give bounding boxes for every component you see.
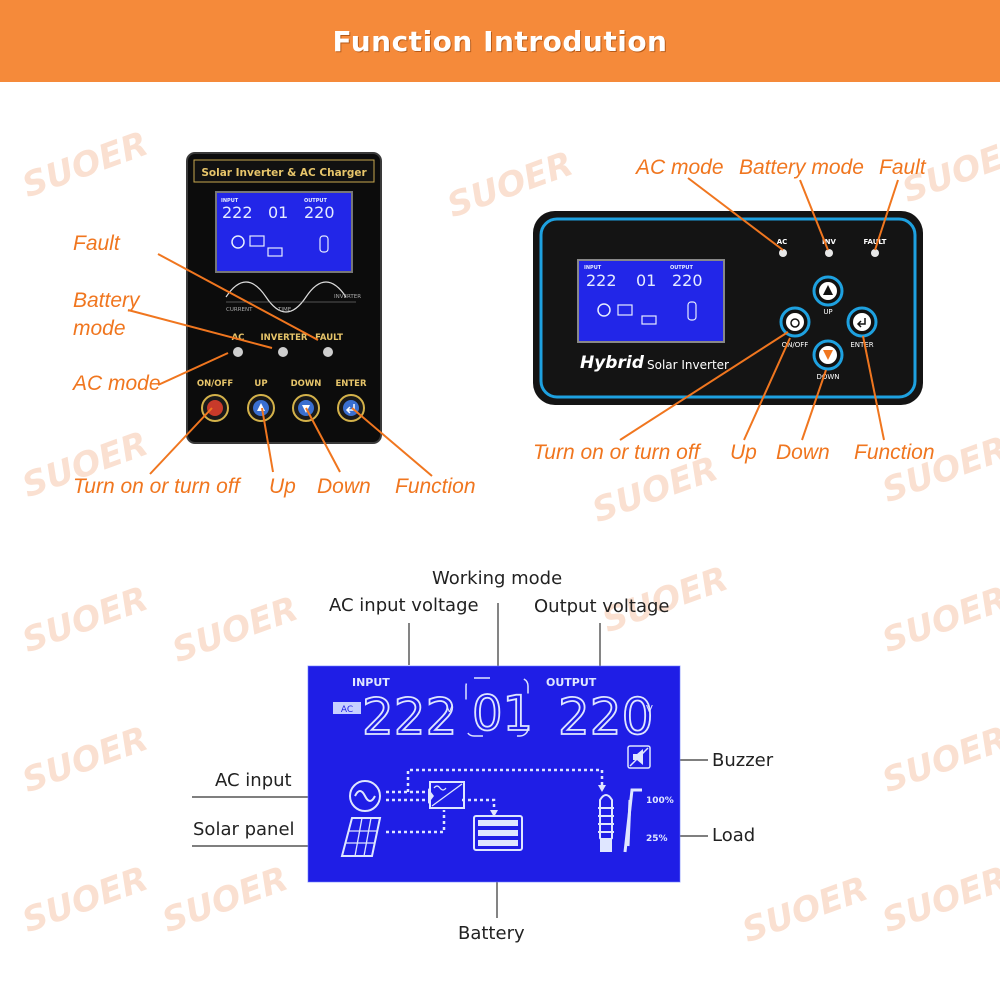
lcd-ac-tag: AC bbox=[341, 705, 353, 715]
inverter-panel-right: INPUT OUTPUT 222 01 220 Hybrid Solar Inv… bbox=[533, 211, 923, 405]
callout-down-right: Down bbox=[776, 441, 830, 464]
indicator-label-fault: FAULT bbox=[315, 333, 343, 343]
callout-ac-mode: AC mode bbox=[73, 372, 161, 395]
svg-text:DOWN: DOWN bbox=[816, 373, 839, 381]
lcd-input-voltage: 222 bbox=[362, 688, 457, 746]
title-banner: Function Introdution bbox=[0, 0, 1000, 82]
lcd-screen-small: INPUT OUTPUT 222 01 220 bbox=[577, 259, 725, 343]
svg-text:220: 220 bbox=[672, 271, 703, 290]
panel-title: Solar Inverter & AC Charger bbox=[201, 167, 367, 179]
label-working-mode: Working mode bbox=[432, 568, 563, 589]
label-ac-input-voltage: AC input voltage bbox=[329, 595, 479, 616]
svg-text:UP: UP bbox=[823, 308, 832, 316]
callout-function: Function bbox=[395, 475, 476, 498]
enter-icon bbox=[856, 318, 866, 328]
lcd-output-unit: V bbox=[646, 704, 653, 715]
label-ac-input: AC input bbox=[215, 770, 292, 791]
lcd-output-label: OUTPUT bbox=[546, 676, 597, 689]
up-button[interactable] bbox=[247, 394, 275, 422]
enter-button[interactable] bbox=[337, 394, 365, 422]
svg-text:222: 222 bbox=[222, 203, 253, 222]
svg-text:INPUT: INPUT bbox=[584, 265, 602, 271]
lcd-input-unit: V bbox=[446, 704, 453, 715]
fault-indicator-led bbox=[323, 347, 333, 357]
svg-text:222: 222 bbox=[586, 271, 617, 290]
svg-text:OUTPUT: OUTPUT bbox=[670, 265, 693, 271]
callout-battery-mode-line2: mode bbox=[73, 317, 126, 340]
label-load: Load bbox=[712, 825, 756, 846]
inverter-indicator-led bbox=[278, 347, 288, 357]
svg-text:220: 220 bbox=[304, 203, 335, 222]
callout-battery-mode-right: Battery mode bbox=[739, 156, 864, 179]
callout-up-right: Up bbox=[730, 441, 757, 464]
callout-onoff-right: Turn on or turn off bbox=[533, 441, 700, 464]
solar-panel-icon bbox=[340, 817, 382, 857]
callout-fault: Fault bbox=[73, 232, 120, 255]
power-icon bbox=[790, 318, 800, 328]
ac-indicator-led bbox=[233, 347, 243, 357]
label-output-voltage: Output voltage bbox=[534, 596, 670, 617]
battery-icon bbox=[473, 815, 523, 851]
svg-text:INPUT: INPUT bbox=[221, 198, 239, 204]
svg-text:FAULT: FAULT bbox=[864, 238, 887, 246]
indicator-label-inverter: INVERTER bbox=[261, 333, 308, 343]
svg-text:ENTER: ENTER bbox=[850, 341, 873, 349]
svg-text:INV: INV bbox=[822, 238, 836, 246]
svg-text:AC: AC bbox=[777, 238, 788, 246]
enter-button[interactable] bbox=[846, 306, 878, 338]
lcd-output-voltage: 220 bbox=[558, 688, 653, 746]
arrow-up-icon bbox=[823, 285, 833, 295]
ac-input-icon bbox=[349, 780, 381, 812]
buzzer-icon bbox=[627, 745, 651, 769]
arrow-down-icon bbox=[823, 350, 833, 360]
brand-label: Hybrid bbox=[580, 353, 645, 373]
svg-text:01: 01 bbox=[268, 203, 288, 222]
up-button[interactable] bbox=[812, 275, 844, 307]
callout-ac-mode-right: AC mode bbox=[636, 156, 724, 179]
svg-text:ENTER: ENTER bbox=[335, 379, 367, 389]
callout-battery-mode-line1: Battery bbox=[73, 289, 140, 312]
svg-text:TIME: TIME bbox=[277, 307, 292, 313]
lcd-working-mode-value: 01 bbox=[472, 686, 533, 742]
svg-text:01: 01 bbox=[636, 271, 656, 290]
svg-text:ON/OFF: ON/OFF bbox=[782, 341, 809, 349]
down-button[interactable] bbox=[812, 339, 844, 371]
fault-indicator-led bbox=[871, 249, 879, 257]
svg-text:OUTPUT: OUTPUT bbox=[304, 198, 327, 204]
inverter-icon bbox=[429, 781, 465, 809]
onoff-button[interactable] bbox=[201, 394, 229, 422]
model-label: Solar Inverter bbox=[647, 358, 729, 372]
lcd-screen-small: INPUT OUTPUT 222 01 220 bbox=[215, 191, 353, 273]
inverter-indicator-led bbox=[825, 249, 833, 257]
svg-text:UP: UP bbox=[254, 379, 267, 389]
inverter-panel-left: Solar Inverter & AC Charger INPUT OUTPUT… bbox=[186, 152, 382, 444]
svg-text:INVERTER: INVERTER bbox=[334, 294, 361, 300]
callout-down: Down bbox=[317, 475, 371, 498]
onoff-button[interactable] bbox=[779, 306, 811, 338]
label-buzzer: Buzzer bbox=[712, 750, 774, 771]
callout-function-right: Function bbox=[854, 441, 935, 464]
load-level-bar bbox=[623, 788, 642, 853]
svg-text:ON/OFF: ON/OFF bbox=[197, 379, 233, 389]
ac-indicator-led bbox=[779, 249, 787, 257]
svg-text:DOWN: DOWN bbox=[291, 379, 322, 389]
load-bulb-icon bbox=[598, 794, 614, 852]
callout-onoff: Turn on or turn off bbox=[73, 475, 240, 498]
callout-fault-right: Fault bbox=[879, 156, 926, 179]
svg-text:CURRENT: CURRENT bbox=[226, 307, 253, 313]
load-low-label: 25% bbox=[646, 834, 668, 844]
banner-title: Function Introdution bbox=[332, 24, 668, 58]
power-flow-lines bbox=[386, 768, 604, 834]
label-solar-panel: Solar panel bbox=[193, 819, 295, 840]
load-high-label: 100% bbox=[646, 796, 674, 806]
power-icon bbox=[207, 400, 223, 416]
lcd-input-label: INPUT bbox=[352, 676, 390, 689]
callout-up: Up bbox=[269, 475, 296, 498]
label-battery: Battery bbox=[458, 923, 525, 944]
